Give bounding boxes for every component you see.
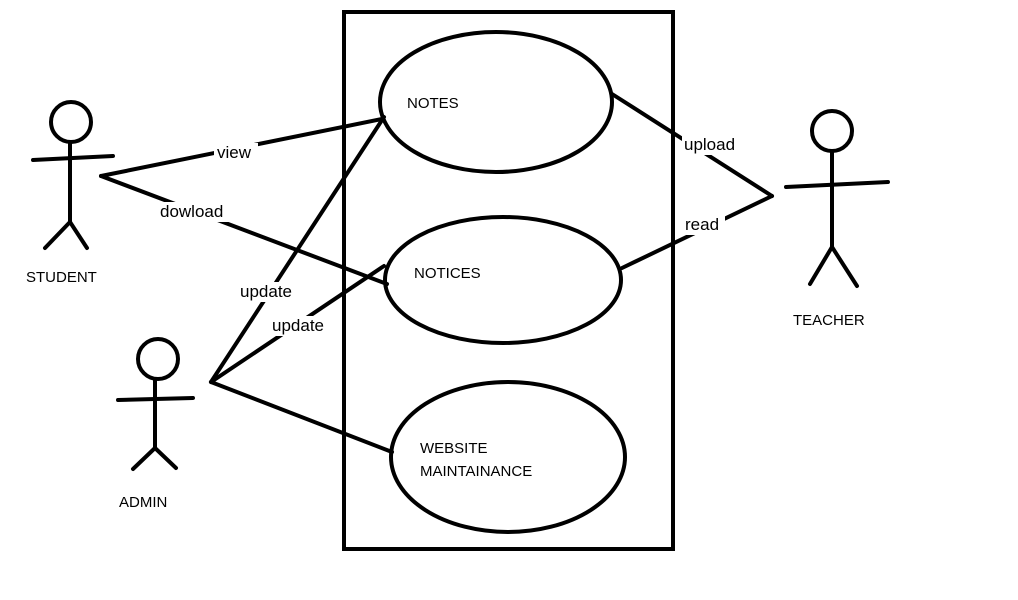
system-boundary [342,10,675,551]
usecase-label-website-line2: MAINTAINANCE [420,463,532,480]
edge-label-update-notes: update [240,282,292,301]
edge-label-upload: upload [684,135,735,154]
actor-label-admin: ADMIN [119,494,167,511]
usecase-label-notices: NOTICES [414,265,481,282]
usecase-website-maintainance [389,380,627,534]
edge-download [99,174,389,286]
actor-teacher-figure [784,109,890,288]
actor-label-teacher: TEACHER [793,312,865,329]
actor-student-figure [31,100,115,250]
edge-website [209,380,394,454]
actor-admin-figure [116,337,195,471]
usecase-label-website-line1: WEBSITE [420,440,488,457]
edge-label-update-notices: update [272,316,324,335]
usecase-label-notes: NOTES [407,95,459,112]
actor-label-student: STUDENT [26,269,97,286]
edge-label-view: view [217,143,252,162]
usecase-notices [383,215,623,345]
edge-label-download: dowload [160,202,223,221]
edge-label-read: read [685,215,719,234]
usecase-notes [378,30,614,174]
edge-update-notes [209,115,386,384]
